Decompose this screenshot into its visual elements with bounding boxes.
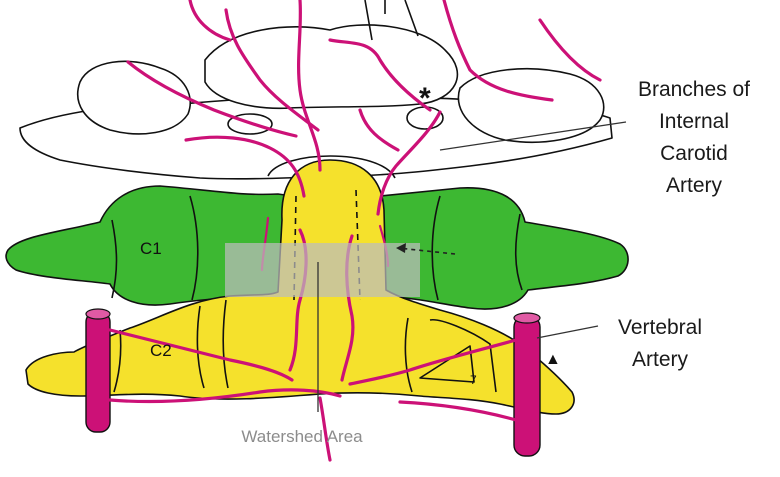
artery-to-left-vertebral — [108, 328, 294, 382]
artery-to-right-vertebral — [348, 338, 518, 386]
c1-right-inner-line — [431, 195, 441, 301]
carotid-label-line-4: Artery — [666, 174, 723, 197]
right-vertebral-column — [513, 315, 541, 457]
watershed-arrow-line — [397, 247, 456, 255]
artery-branch-4 — [442, 0, 554, 102]
skull-struts — [364, 0, 419, 41]
c2-seg-1 — [113, 329, 122, 393]
vertebral-label: Vertebral Artery — [618, 316, 702, 371]
left-condyle — [76, 60, 191, 135]
c1-left-inner-line — [189, 195, 199, 301]
c2-mark-seven: 7 — [470, 373, 477, 387]
carotid-label-line-2: Internal — [659, 110, 729, 133]
artery-branch-7 — [126, 60, 298, 138]
artery-branch-5 — [538, 18, 602, 82]
c2-seg-4 — [404, 317, 413, 393]
left-vertebral-top — [85, 308, 111, 320]
c2-label: C2 — [150, 341, 172, 360]
asterisk-marker: * — [419, 82, 431, 115]
triangle-marker: ▲ — [545, 351, 561, 368]
carotid-label-line-3: Carotid — [660, 142, 728, 165]
watershed-box — [225, 243, 420, 297]
c2-seg-3 — [222, 299, 229, 389]
artery-lower-left — [108, 388, 342, 404]
carotid-label: Branches of Internal Carotid Artery — [638, 78, 750, 197]
foramen-outline — [267, 155, 396, 179]
carotid-leader-line — [439, 121, 627, 151]
vertebral-leader-line — [536, 325, 599, 339]
artery-branch-1 — [297, 0, 322, 172]
artery-branch-10 — [358, 108, 400, 152]
watershed-label: Watershed Area — [241, 427, 363, 446]
artery-branch-2 — [328, 38, 432, 112]
watershed-arrowhead — [396, 243, 406, 253]
artery-branch-8 — [184, 135, 306, 198]
c2-fracture-mark — [419, 345, 475, 383]
c1-label: C1 — [140, 239, 162, 258]
artery-lower-mid — [318, 396, 332, 462]
artery-branch-6 — [188, 0, 232, 42]
vertebral-arteries — [85, 308, 541, 457]
vertebral-label-line-2: Artery — [632, 348, 689, 371]
skull-base — [19, 0, 613, 180]
artery-branch-9 — [376, 110, 442, 216]
arterial-branches — [108, 0, 602, 462]
c1-right-mass-line — [514, 213, 523, 291]
carotid-label-line-1: Branches of — [638, 78, 750, 101]
right-vertebral-top — [513, 312, 541, 324]
c2-seg-5 — [429, 319, 497, 393]
artery-branch-3 — [224, 8, 320, 132]
artery-lower-right — [398, 400, 518, 422]
left-vertebral-column — [85, 311, 111, 433]
c1-left-mass-line — [111, 219, 118, 299]
vertebral-label-line-1: Vertebral — [618, 316, 702, 339]
c2-seg-2 — [196, 305, 205, 389]
